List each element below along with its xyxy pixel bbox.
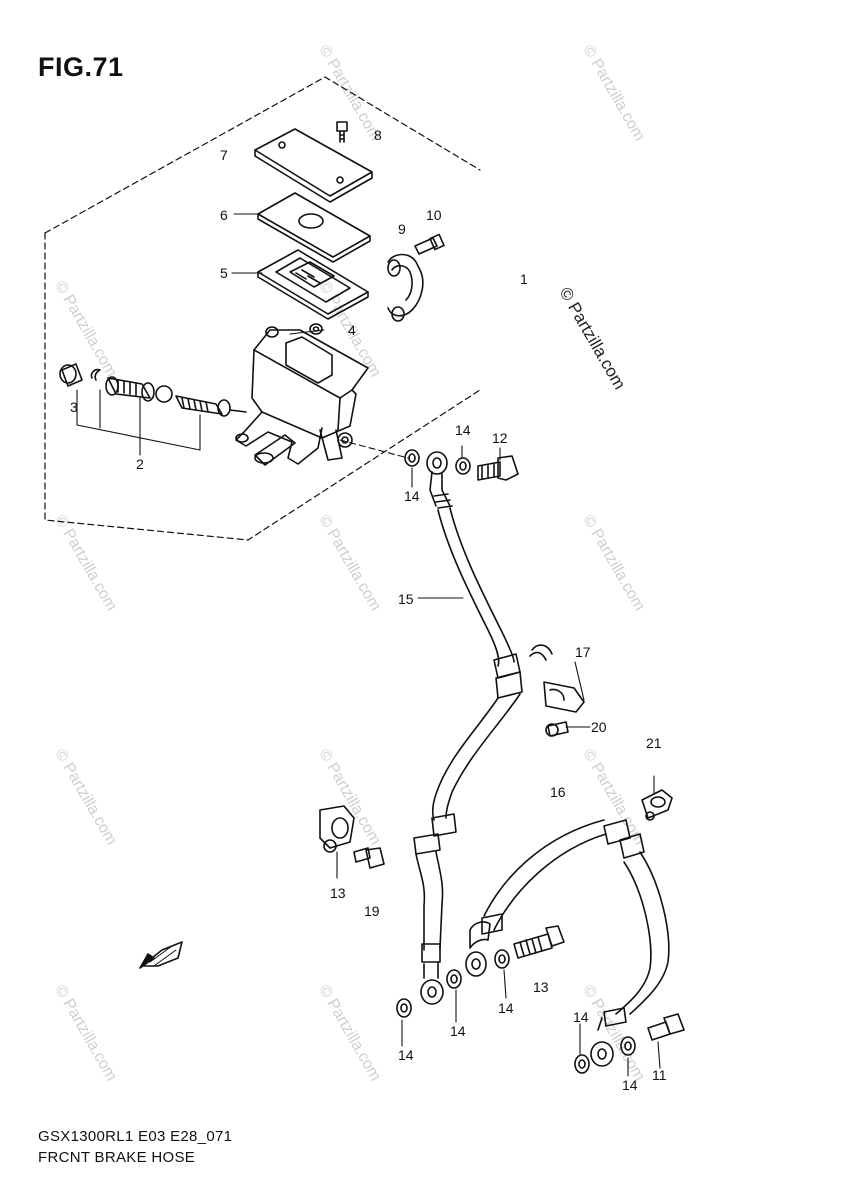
- callout-14: 14: [404, 488, 420, 504]
- o-ring-part-4: [309, 323, 323, 335]
- sealing-washers-part-14: [396, 949, 636, 1074]
- callout-14: 14: [450, 1023, 466, 1039]
- clamp-part-18: [319, 805, 355, 853]
- callout-19: 19: [364, 903, 380, 919]
- callout-8: 8: [374, 127, 382, 143]
- callout-14: 14: [573, 1009, 589, 1025]
- clamp-part-21: [641, 789, 673, 821]
- hose-clamp-part-17: [529, 644, 585, 713]
- callout-20: 20: [591, 719, 607, 735]
- callout-21: 21: [646, 735, 662, 751]
- front-arrow-icon: [139, 941, 183, 969]
- callout-5: 5: [220, 265, 228, 281]
- model-code: GSX1300RL1 E03 E28_071: [38, 1128, 233, 1145]
- callout-15: 15: [398, 591, 414, 607]
- callout-12: 12: [492, 430, 508, 446]
- clamp-part-9: [387, 253, 424, 322]
- lower-brake-hose-part-16: [465, 819, 670, 1067]
- callout-6: 6: [220, 207, 228, 223]
- banjo-bolt-part-11: [647, 1013, 685, 1041]
- diaphragm-part-5: [257, 249, 369, 320]
- callout-4: 4: [348, 322, 356, 338]
- guide-line: [339, 439, 409, 459]
- screw-part-10: [414, 233, 445, 255]
- callout-13: 13: [533, 979, 549, 995]
- bolt-part-19: [353, 847, 385, 869]
- callout-17: 17: [575, 644, 591, 660]
- callout-14: 14: [455, 422, 471, 438]
- callout-10: 10: [426, 207, 442, 223]
- upper-brake-hose-part-15: [413, 471, 523, 1005]
- reservoir-cover-part-7: [254, 128, 373, 203]
- piston-kit-part-2: [59, 363, 247, 417]
- callout-1: 1: [520, 271, 528, 287]
- callout-2: 2: [136, 456, 144, 472]
- bolt-part-20: [545, 721, 569, 737]
- master-cylinder-body: [235, 326, 369, 466]
- callout-13: 13: [330, 885, 346, 901]
- callout-14: 14: [622, 1077, 638, 1093]
- callout-14: 14: [398, 1047, 414, 1063]
- callout-9: 9: [398, 221, 406, 237]
- diagram-name: FRCNT BRAKE HOSE: [38, 1149, 196, 1166]
- callout-14: 14: [498, 1000, 514, 1016]
- figure-title: FIG.71: [38, 52, 124, 82]
- callout-3: 3: [70, 399, 78, 415]
- leader-lines: [76, 213, 661, 1077]
- banjo-bolt-part-13: [513, 925, 565, 959]
- callout-16: 16: [550, 784, 566, 800]
- callout-7: 7: [220, 147, 228, 163]
- assembly-boundary: [44, 76, 481, 541]
- diaphragm-plate-part-6: [257, 192, 371, 263]
- screw-part-8: [336, 121, 348, 143]
- upper-banjo-group: [404, 449, 519, 481]
- callout-11: 11: [652, 1067, 667, 1083]
